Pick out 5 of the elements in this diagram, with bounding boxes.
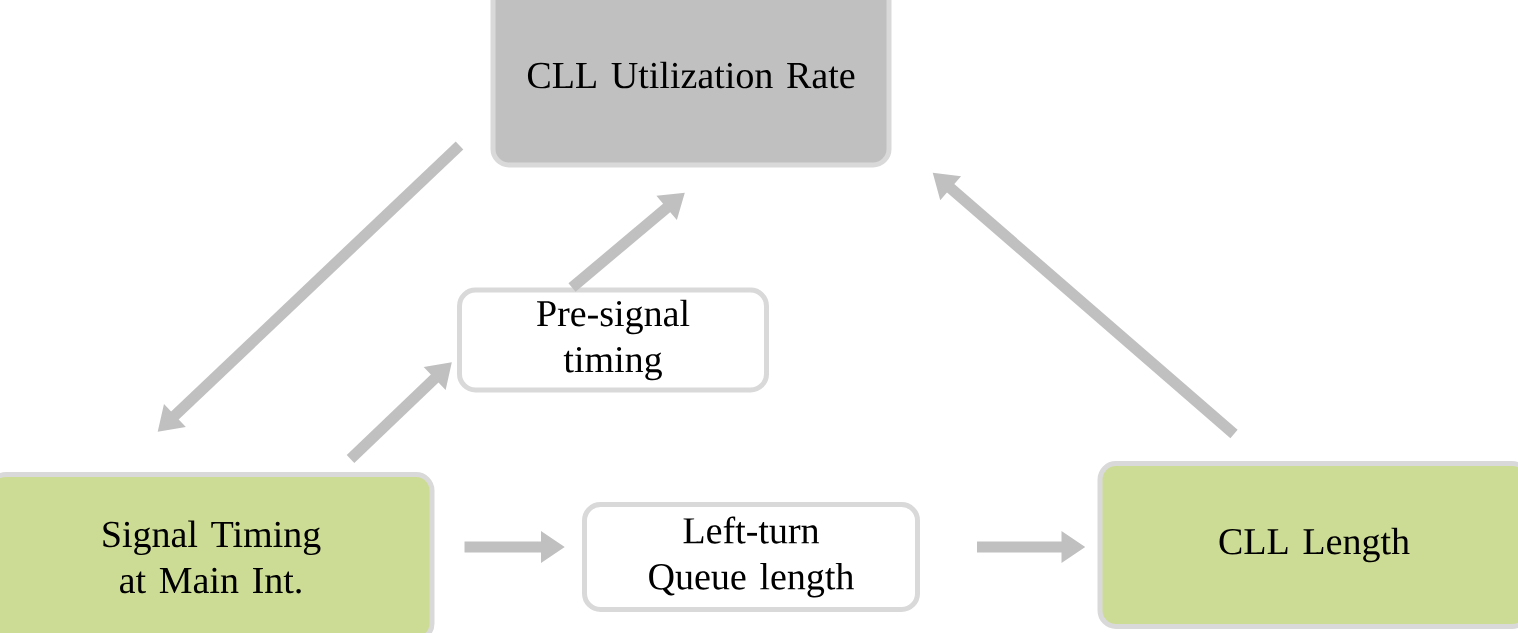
process-box: Signal Timing at Main Int. [0,472,435,633]
process-box: CLL Utilization Rate [490,0,892,168]
process-box: CLL Length [1097,461,1518,629]
process-box: Pre-signal timing [457,287,769,393]
process-box: Left-turn Queue length [582,502,920,612]
